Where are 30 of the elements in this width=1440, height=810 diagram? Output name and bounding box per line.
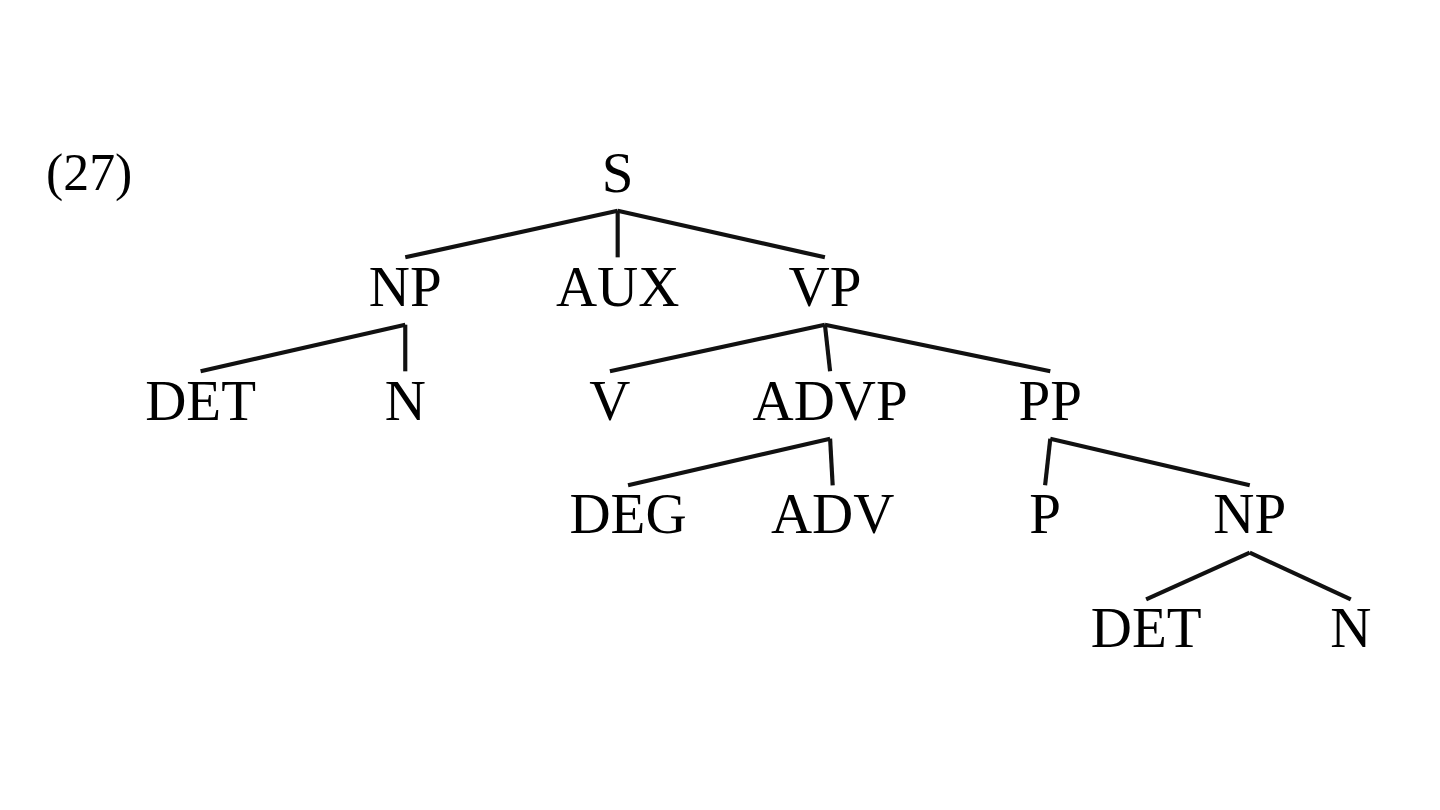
- node-text: V: [589, 368, 631, 432]
- node-text: DET: [1090, 596, 1202, 660]
- connector: [1145, 550, 1251, 602]
- connector: [615, 210, 620, 258]
- node-text: AUX: [555, 254, 680, 318]
- node-text: NP: [368, 254, 442, 318]
- node-text: ADVP: [752, 368, 908, 432]
- node-text: ADV: [770, 482, 895, 546]
- connector: [200, 322, 406, 374]
- node-text: P: [1029, 482, 1061, 546]
- connector: [617, 208, 826, 260]
- node-text: DEG: [569, 482, 687, 546]
- node-text: VP: [788, 254, 862, 318]
- node-text: N: [1330, 596, 1372, 660]
- connector: [627, 436, 831, 488]
- connector: [1049, 436, 1251, 488]
- node-text: S: [601, 140, 634, 204]
- node-text: PP: [1018, 368, 1082, 432]
- node-text: N: [384, 368, 426, 432]
- label: (27): [46, 143, 133, 201]
- connector: [1043, 438, 1053, 486]
- connector: [828, 438, 835, 486]
- connector: [824, 322, 1051, 374]
- connector: [1248, 550, 1352, 602]
- connector: [404, 208, 619, 260]
- node-text: DET: [145, 368, 256, 432]
- connector: [822, 324, 833, 372]
- node-text: NP: [1213, 482, 1287, 546]
- connector: [609, 322, 826, 374]
- connector: [403, 324, 408, 372]
